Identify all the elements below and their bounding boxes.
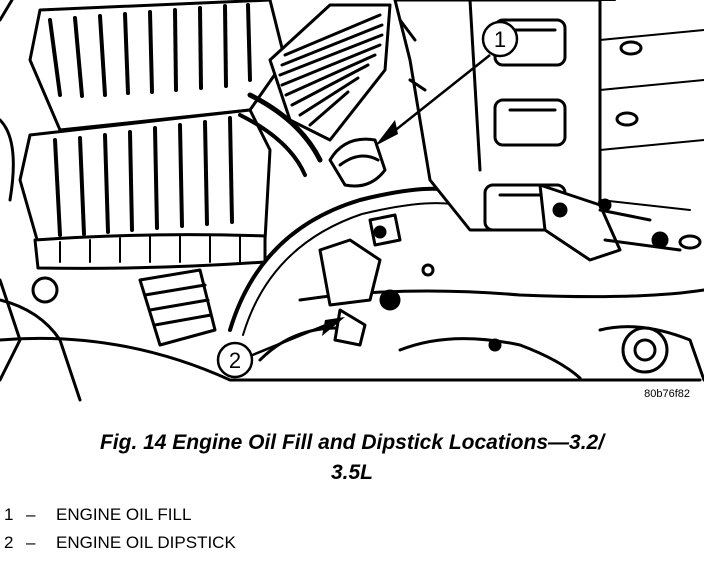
caption-line-1: Fig. 14 Engine Oil Fill and Dipstick Loc… bbox=[99, 431, 605, 454]
legend-label: ENGINE OIL DIPSTICK bbox=[56, 533, 236, 552]
engine-diagram: 1 2 80b76f82 bbox=[0, 0, 704, 402]
air-cleaner-lower bbox=[18, 108, 272, 270]
caption-line-2: 3.5L bbox=[330, 461, 374, 484]
callout-2-label: 2 bbox=[229, 348, 241, 373]
legend-number: 2 bbox=[4, 533, 14, 552]
legend-number: 1 bbox=[4, 505, 14, 524]
callout-2: 2 bbox=[216, 317, 345, 379]
oil-filter bbox=[31, 268, 217, 347]
intake-duct bbox=[238, 3, 392, 177]
dipstick-tube bbox=[228, 186, 453, 336]
legend: 1 – ENGINE OIL FILL 2 – ENGINE OIL DIPST… bbox=[4, 501, 236, 557]
coil-pack bbox=[538, 183, 682, 262]
callout-1-label: 1 bbox=[494, 27, 506, 52]
legend-item: 1 – ENGINE OIL FILL bbox=[4, 501, 236, 529]
valve-cover bbox=[393, 0, 602, 232]
image-code: 80b76f82 bbox=[644, 388, 690, 400]
callout-1: 1 bbox=[375, 20, 519, 146]
legend-item: 2 – ENGINE OIL DIPSTICK bbox=[4, 529, 236, 557]
oil-fill-cap bbox=[328, 137, 387, 188]
figure-caption: Fig. 14 Engine Oil Fill and Dipstick Loc… bbox=[0, 428, 704, 488]
legend-label: ENGINE OIL FILL bbox=[56, 505, 192, 524]
legend-dash: – bbox=[26, 533, 36, 552]
legend-dash: – bbox=[26, 505, 36, 524]
